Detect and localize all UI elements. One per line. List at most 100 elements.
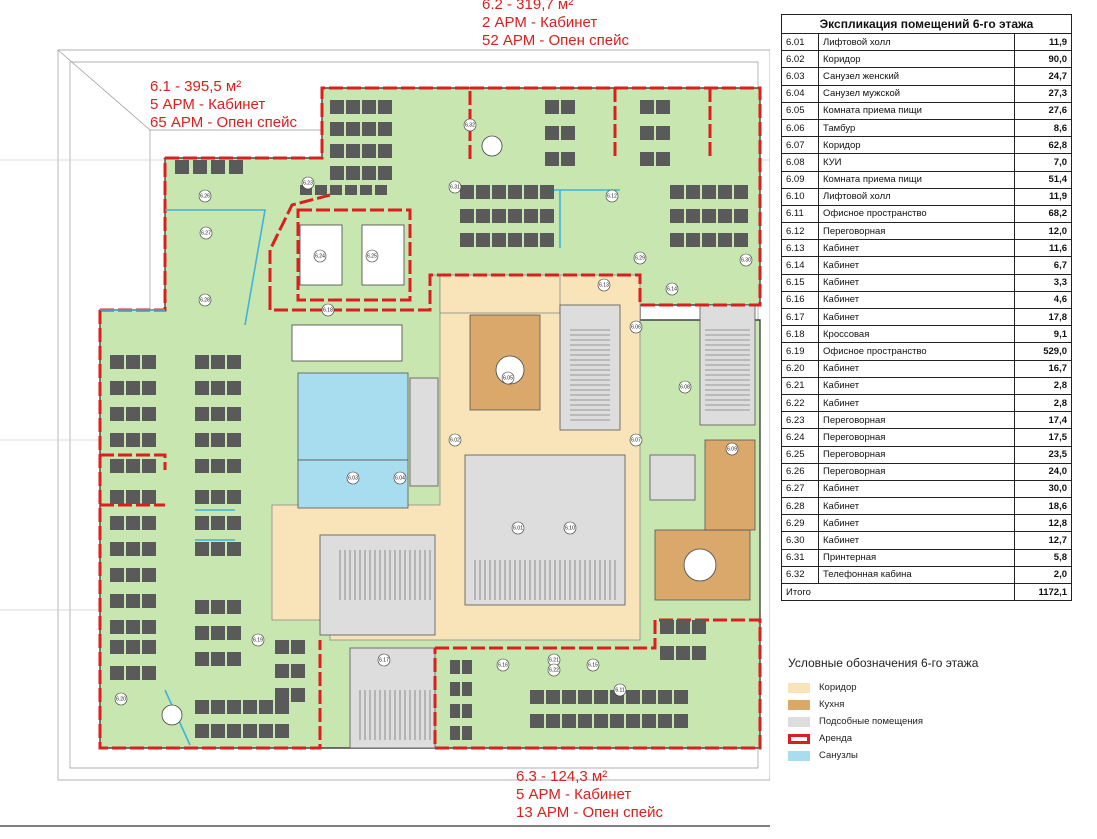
desk (674, 714, 688, 728)
explication-cell-num: 6.06 (781, 118, 819, 138)
room-tag-label: 6.14 (667, 286, 677, 292)
room-tag-circle (198, 189, 212, 203)
desk (658, 714, 672, 728)
explication-cell-area: 2,0 (1014, 565, 1072, 585)
desk (346, 122, 360, 136)
desk (142, 594, 156, 608)
desk (330, 144, 344, 158)
zone-openspace-line: 13 АРМ - Опен спейс (516, 804, 663, 821)
desk (259, 724, 273, 738)
desk (211, 516, 225, 530)
desk (562, 690, 576, 704)
room-tag-circle (613, 683, 627, 697)
desk (476, 209, 490, 223)
desk (578, 690, 592, 704)
stairs (339, 329, 750, 740)
explication-cell-name: Кабинет (818, 497, 1015, 516)
room-tag-circle (313, 249, 327, 263)
room-tag-label: 6.27 (201, 230, 211, 236)
explication-cell-area: 12,0 (1014, 222, 1072, 241)
explication-cell-name: Тамбур (818, 118, 1015, 138)
desk (378, 166, 392, 180)
explication-cell-area: 16,7 (1014, 359, 1072, 378)
desk (195, 433, 209, 447)
desk (110, 620, 124, 634)
room-tag-label: 6.11 (615, 687, 625, 693)
room-tag-circle (678, 380, 692, 394)
explication-cell-num: 6.20 (781, 359, 819, 378)
explication-cell-num: 6.23 (781, 411, 819, 430)
legend-item: Кухня (788, 696, 1068, 713)
desk (126, 594, 140, 608)
desk (110, 542, 124, 556)
desk (476, 185, 490, 199)
desk (110, 355, 124, 369)
explication-cell-name: Переговорная (818, 462, 1015, 481)
desk (640, 126, 654, 140)
legend-item: Коридор (788, 679, 1068, 696)
desk (110, 666, 124, 680)
room-tag-label: 6.19 (253, 637, 263, 643)
desk (674, 690, 688, 704)
explication-cell-area: 12,8 (1014, 514, 1072, 533)
explication-cell-area: 68,2 (1014, 204, 1072, 224)
legend-item: Санузлы (788, 747, 1068, 764)
room-tag-label: 6.28 (200, 297, 210, 303)
explication-cell-area: 9,1 (1014, 325, 1072, 344)
explication-cell-area: 24,7 (1014, 67, 1072, 86)
desk (195, 381, 209, 395)
explication-cell-num: 6.21 (781, 376, 819, 395)
explication-cell-area: 27,6 (1014, 101, 1072, 120)
explication-cell-num: 6.22 (781, 393, 819, 413)
explication-cell-area: 30,0 (1014, 479, 1072, 499)
explication-cell-num: 6.04 (781, 84, 819, 103)
explication-cell-area: 17,8 (1014, 307, 1072, 327)
explication-cell-name: Кабинет (818, 239, 1015, 258)
room-tag: 6.20 (114, 692, 128, 706)
room-tag-circle (633, 251, 647, 265)
desk (508, 185, 522, 199)
room-tag-label: 6.17 (379, 657, 389, 663)
explication-cell-name: Переговорная (818, 222, 1015, 241)
room-tag-circle (198, 293, 212, 307)
desk (734, 233, 748, 247)
desk (227, 459, 241, 473)
legend-label: Аренда (819, 733, 852, 744)
legend-swatch (788, 750, 810, 761)
desk (227, 652, 241, 666)
desk (346, 144, 360, 158)
desk (702, 233, 716, 247)
explication-cell-num: 6.15 (781, 273, 819, 292)
room-tag-circle (301, 176, 315, 190)
desk (686, 185, 700, 199)
desk (291, 640, 305, 654)
desk (195, 490, 209, 504)
room-tag: 6.32 (463, 118, 477, 132)
wc-areas (297, 372, 409, 509)
room-tag: 6.17 (377, 653, 391, 667)
desk (345, 185, 357, 195)
room-tag-circle (365, 249, 379, 263)
desk (142, 355, 156, 369)
desk (450, 682, 460, 696)
explication-cell-name: Кабинет (818, 290, 1015, 310)
desk (460, 185, 474, 199)
room-tag: 6.27 (199, 226, 213, 240)
desk (142, 381, 156, 395)
desk (142, 542, 156, 556)
legend-swatch (788, 699, 810, 710)
desk (378, 122, 392, 136)
explication-cell-num: 6.18 (781, 325, 819, 344)
desk (346, 166, 360, 180)
room-tag-circle (586, 658, 600, 672)
desk (545, 152, 559, 166)
